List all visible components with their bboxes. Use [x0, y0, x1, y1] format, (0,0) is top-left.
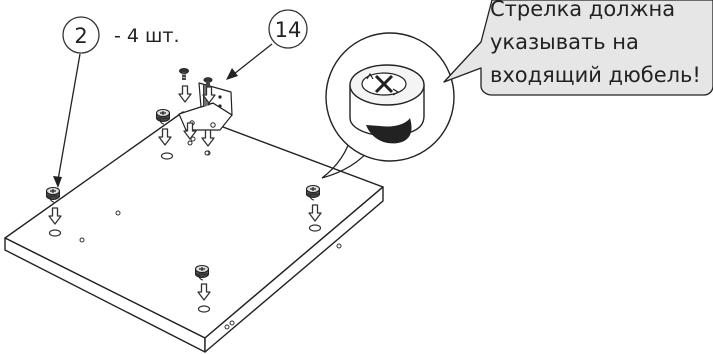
callout-line-2: указывать на: [490, 30, 639, 54]
part-14-number: 14: [275, 18, 302, 42]
callout-line-3: входящий дюбель!: [490, 63, 701, 87]
callout-line-1: Стрелка должна: [490, 0, 675, 21]
part-14-label: 14: [268, 9, 308, 49]
part-2-number: 2: [74, 24, 87, 48]
panel: [4, 111, 384, 353]
callout-bubble: Стрелка должна указывать на входящий дюб…: [443, 0, 713, 96]
detail-magnifier: [321, 32, 455, 179]
screw-icon: [179, 68, 189, 80]
cam-hole-top: [160, 152, 174, 160]
leader-arrow-part-2: [53, 53, 81, 188]
leader-arrow-part-14: [226, 43, 273, 80]
part-2-quantity: - 4 шт.: [114, 25, 180, 47]
down-arrow-icon: [178, 85, 192, 103]
cam-lock-icon: [45, 186, 61, 203]
cam-hole-right: [308, 224, 322, 232]
part-2-label: 2: [62, 16, 100, 54]
cam-hole-bottom: [197, 305, 211, 313]
cam-lock-icon: [155, 108, 171, 125]
screw-icon: [203, 77, 213, 88]
cam-hole-left: [48, 229, 62, 237]
cam-lock-icon: [349, 64, 425, 144]
